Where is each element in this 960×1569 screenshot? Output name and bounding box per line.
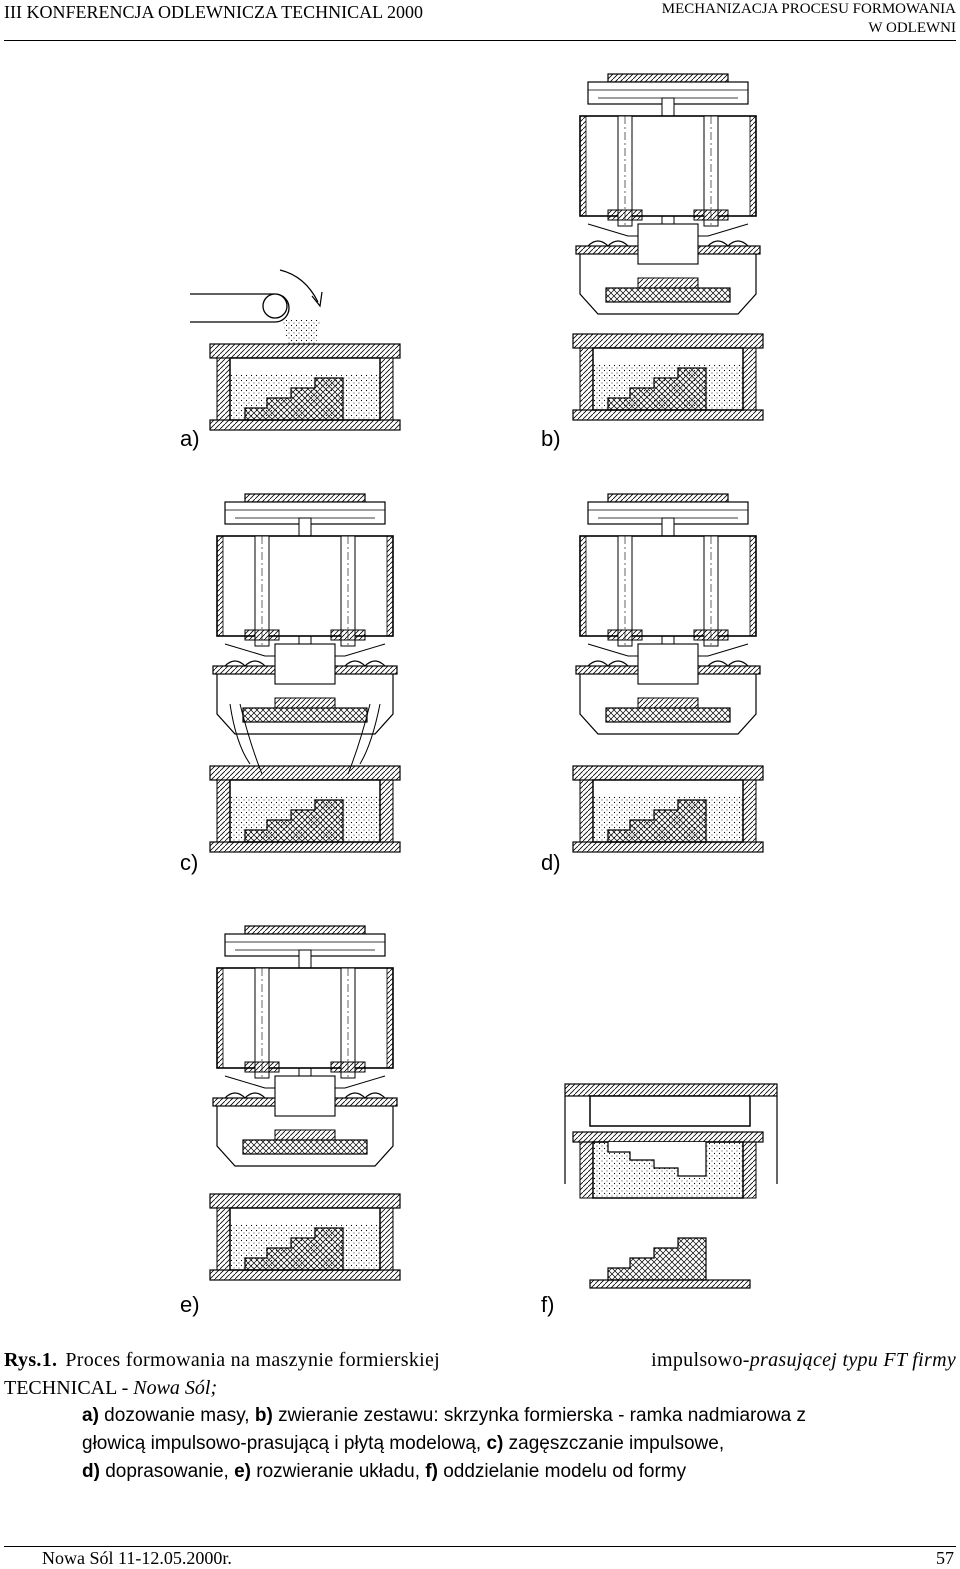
item-d-key: d) — [82, 1461, 100, 1482]
header-section-title: MECHANIZACJA PROCESU FORMOWANIA W ODLEWN… — [662, 0, 956, 38]
caption-title-right: impulsowo-prasującej typu FT firmy — [651, 1346, 956, 1374]
panel-label-d: d) — [541, 850, 561, 875]
item-c-text: zagęszczanie impulsowe, — [503, 1433, 725, 1454]
caption-items-line-1: a) dozowanie masy, b) zwieranie zestawu:… — [4, 1402, 956, 1430]
caption-items-line-2: głowicą impulsowo-prasującą i płytą mode… — [4, 1430, 956, 1458]
panel-c-impulse-compaction: c) — [180, 493, 401, 875]
caption-city: Nowa Sól; — [133, 1377, 218, 1399]
item-d-text: doprasowanie, — [99, 1461, 235, 1482]
item-a-key: a) — [82, 1405, 99, 1426]
footer-date-place: Nowa Sól 11-12.05.2000r. — [42, 1548, 232, 1568]
caption-line-2: TECHNICAL - Nowa Sól; — [4, 1374, 956, 1402]
molding-process-figure: a) b) c) d) e) — [0, 44, 960, 1344]
item-f-key: f) — [425, 1461, 438, 1482]
item-a-text: dozowanie masy, — [98, 1405, 255, 1426]
item-b-continued: głowicą impulsowo-prasującą i płytą mode… — [82, 1433, 487, 1454]
header-section-line1: MECHANIZACJA PROCESU FORMOWANIA — [661, 1, 956, 17]
page-footer: Nowa Sól 11-12.05.2000r. 57 — [4, 1546, 956, 1568]
item-e-key: e) — [234, 1461, 251, 1482]
item-c-key: c) — [486, 1433, 504, 1454]
caption-company: TECHNICAL - — [4, 1377, 134, 1399]
item-e-text: rozwieranie układu, — [251, 1461, 426, 1482]
panel-label-c: c) — [180, 850, 198, 875]
panel-label-f: f) — [541, 1292, 554, 1317]
item-b-key: b) — [254, 1405, 273, 1426]
item-f-text: oddzielanie modelu od formy — [437, 1461, 687, 1482]
caption-line-1: Rys.1. Proces formowania na maszynie form… — [4, 1346, 956, 1374]
caption-title-left: Rys.1. Proces formowania na maszynie form… — [4, 1346, 440, 1374]
panel-label-a: a) — [180, 426, 200, 451]
panel-e-opening: e) — [180, 925, 401, 1317]
caption-title-text: Proces formowania na maszynie formierski… — [65, 1349, 441, 1371]
panel-label-e: e) — [180, 1292, 200, 1317]
figure-svg: a) b) c) d) e) — [180, 73, 778, 1317]
panel-b-closing: b) — [541, 73, 764, 451]
panel-a-dosing: a) — [180, 269, 401, 451]
caption-right-italic: prasującej typu FT firmy — [749, 1349, 956, 1371]
panel-d-pressing: d) — [541, 493, 764, 875]
panel-label-b: b) — [541, 426, 561, 451]
header-section-line2: W ODLEWNI — [868, 20, 956, 36]
header-conference-title: III KONFERENCJA ODLEWNICZA TECHNICAL 200… — [4, 2, 423, 22]
item-b-text: zwieranie zestawu: skrzynka formierska -… — [272, 1405, 807, 1426]
page-number: 57 — [936, 1548, 954, 1568]
caption-items-line-3: d) doprasowanie, e) rozwieranie układu, … — [4, 1458, 956, 1486]
panel-f-separation: f) — [541, 1083, 778, 1317]
caption-number: Rys.1. — [4, 1349, 58, 1371]
figure-caption: Rys.1. Proces formowania na maszynie form… — [4, 1346, 956, 1486]
caption-right-plain: impulsowo- — [651, 1349, 750, 1371]
page-header: III KONFERENCJA ODLEWNICZA TECHNICAL 200… — [4, 0, 956, 41]
